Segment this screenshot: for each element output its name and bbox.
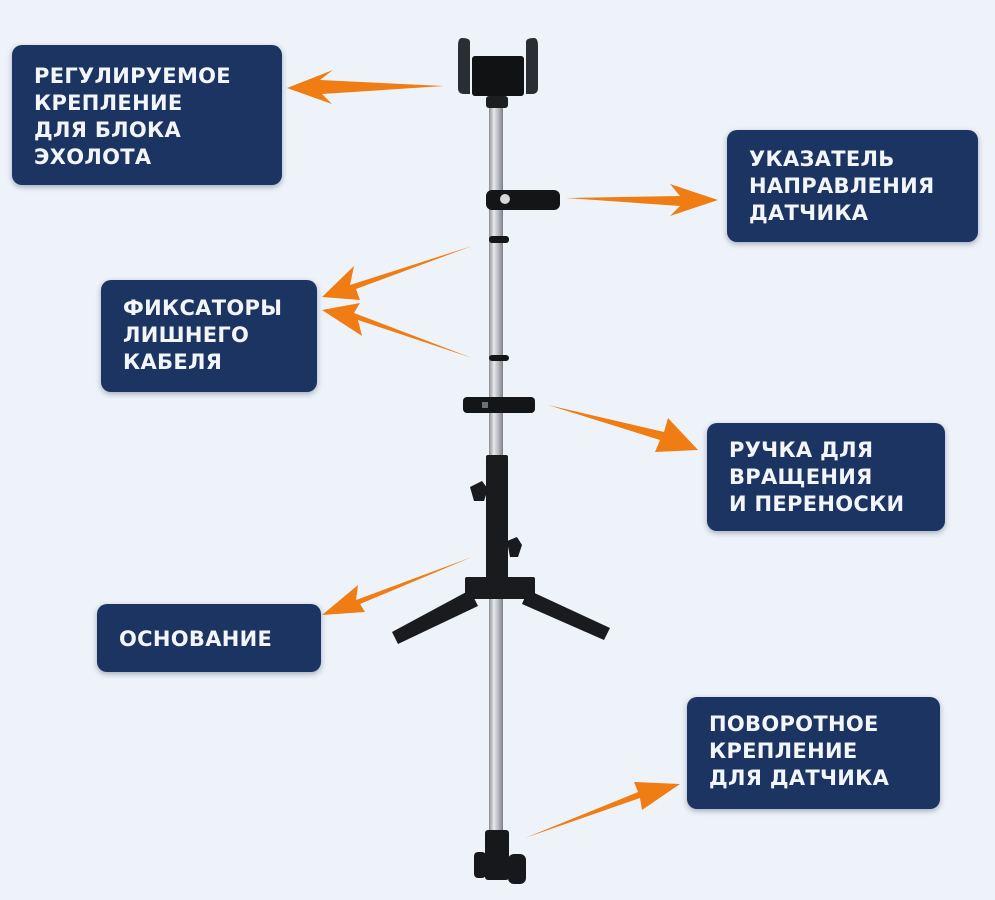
arrow-icon <box>525 782 680 838</box>
label-line: И ПЕРЕНОСКИ <box>729 492 905 516</box>
label-line: ФИКСАТОРЫ <box>123 296 283 320</box>
label-line: КРЕПЛЕНИЕ <box>34 91 183 115</box>
cable-clip <box>489 236 509 243</box>
label-cable-clips: ФИКСАТОРЫ ЛИШНЕГО КАБЕЛЯ <box>101 280 317 392</box>
tripod-base <box>392 455 610 644</box>
label-line: РУЧКА ДЛЯ <box>729 438 874 462</box>
swivel-mount <box>474 830 526 884</box>
label-line: КАБЕЛЯ <box>123 350 223 374</box>
label-adjustable-mount: РЕГУЛИРУЕМОЕ КРЕПЛЕНИЕ ДЛЯ БЛОКА ЭХОЛОТА <box>12 45 282 185</box>
fishfinder-clamp <box>458 38 538 108</box>
label-line: ОСНОВАНИЕ <box>119 627 273 651</box>
direction-pointer <box>486 190 560 210</box>
label-line: ДЛЯ ДАТЧИКА <box>709 766 890 790</box>
label-base: ОСНОВАНИЕ <box>97 604 321 672</box>
arrows <box>287 70 718 838</box>
label-swivel-mount: ПОВОРОТНОЕ КРЕПЛЕНИЕ ДЛЯ ДАТЧИКА <box>687 697 940 809</box>
label-line: ДЛЯ БЛОКА <box>34 118 182 142</box>
label-line: ПОВОРОТНОЕ <box>709 712 879 736</box>
label-rotation-handle: РУЧКА ДЛЯ ВРАЩЕНИЯ И ПЕРЕНОСКИ <box>707 423 945 531</box>
label-line: УКАЗАТЕЛЬ <box>749 147 895 171</box>
label-line: ЭХОЛОТА <box>34 145 152 169</box>
label-line: ЛИШНЕГО <box>123 323 250 347</box>
rotation-handle <box>463 397 535 413</box>
label-line: ВРАЩЕНИЯ <box>729 465 873 489</box>
label-line: НАПРАВЛЕНИЯ <box>749 174 935 198</box>
arrow-icon <box>322 557 472 615</box>
label-direction-pointer: УКАЗАТЕЛЬ НАПРАВЛЕНИЯ ДАТЧИКА <box>727 130 978 242</box>
cable-clip <box>489 355 509 361</box>
arrow-icon <box>548 405 698 452</box>
label-line: ДАТЧИКА <box>749 201 869 225</box>
label-line: РЕГУЛИРУЕМОЕ <box>34 64 231 88</box>
arrow-icon <box>322 246 472 300</box>
arrow-icon <box>287 70 444 104</box>
arrow-icon <box>322 303 472 358</box>
arrow-icon <box>566 184 718 216</box>
label-line: КРЕПЛЕНИЕ <box>709 739 858 763</box>
